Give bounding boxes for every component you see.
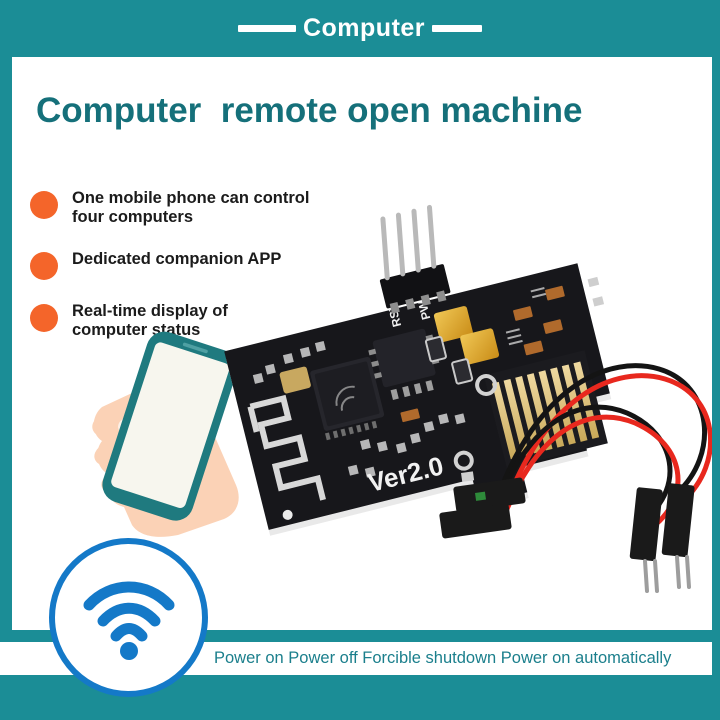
pin-header	[379, 204, 451, 314]
soic-chip	[368, 328, 440, 400]
dupont-connector-female	[439, 471, 526, 539]
capacitors	[424, 306, 500, 385]
content-card: Computer remote open machine One mobile …	[12, 57, 712, 630]
smd-pads	[252, 276, 605, 478]
bullet-dot-icon	[30, 191, 58, 219]
bullet-dot-icon	[30, 251, 58, 280]
smartphone-in-hand-illustration	[74, 329, 264, 539]
crystal-oscillator	[279, 366, 311, 394]
page-header: Computer	[0, 0, 720, 57]
pcb-board-illustration: Ver2.0 RST PW	[207, 187, 712, 617]
header-title: Computer	[302, 14, 426, 42]
wifi-icon	[83, 581, 174, 660]
header-rule-left-icon	[237, 25, 296, 32]
pcb-antenna-trace	[247, 394, 326, 501]
dupont-connector-male	[629, 483, 695, 593]
list-item-label: Real-time display of computer status	[72, 301, 228, 340]
header-rule-right-icon	[432, 25, 483, 32]
page-title: Computer remote open machine	[36, 91, 583, 130]
list-item-label: One mobile phone can control four comput…	[72, 189, 310, 227]
list-item: Dedicated companion APP	[30, 250, 360, 280]
list-item: Real-time display of computer status	[30, 302, 360, 341]
bullet-dot-icon	[30, 303, 58, 332]
mounting-holes	[282, 374, 498, 520]
phone-screen	[111, 342, 230, 508]
wifi-module-chip	[310, 356, 385, 441]
list-item-label: Dedicated companion APP	[72, 249, 282, 268]
feature-list: One mobile phone can control four comput…	[30, 189, 360, 363]
footer-banner-label: Power on Power off Forcible shutdown Pow…	[214, 649, 672, 668]
wifi-badge	[49, 538, 208, 697]
resistors	[400, 285, 565, 423]
list-item: One mobile phone can control four comput…	[30, 189, 360, 228]
